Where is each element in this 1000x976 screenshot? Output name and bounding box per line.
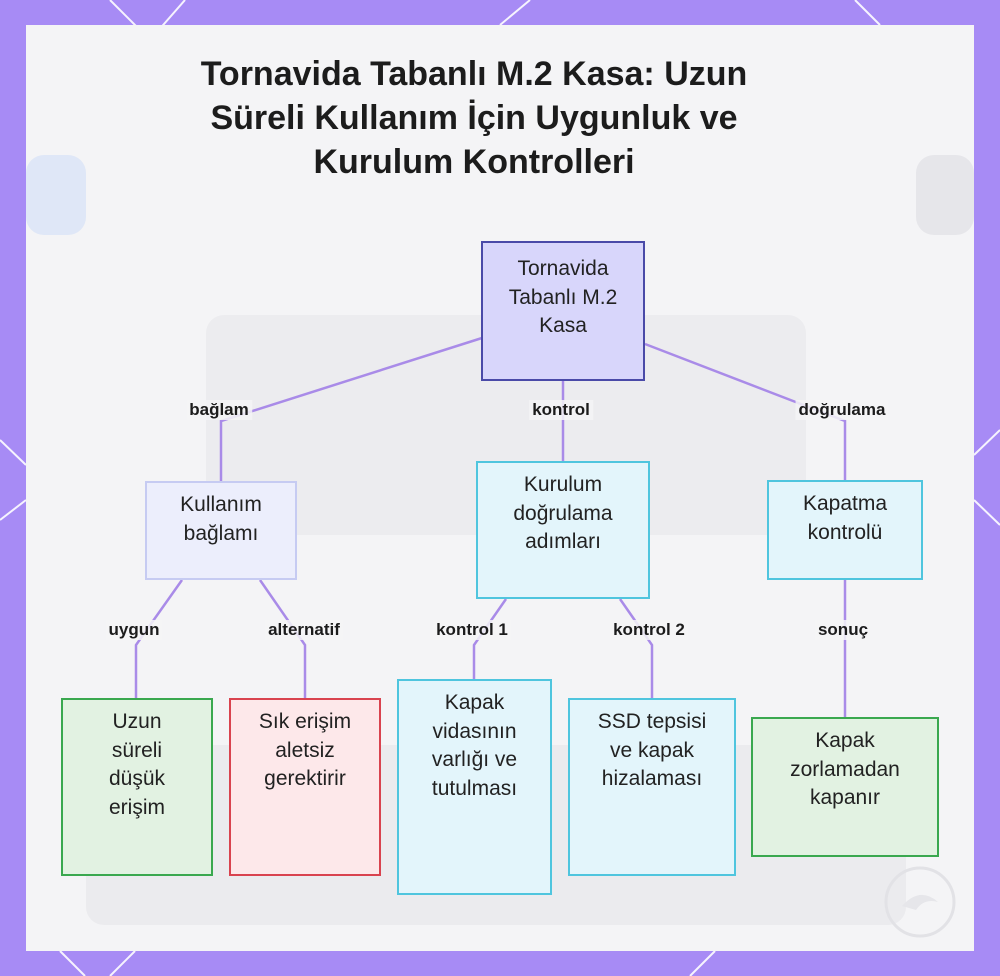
node-install-steps: Kurulum doğrulama adımları [476,461,650,599]
node-closes-freely-label: Kapak zorlamadan kapanır [790,729,900,809]
edge-root-context [219,336,483,481]
node-closes-freely: Kapak zorlamadan kapanır [751,717,939,857]
node-root: Tornavida Tabanlı M.2 Kasa [481,241,645,381]
node-frequent-access-label: Sık erişim aletsiz gerektirir [258,710,352,790]
edge-install-screw [472,598,508,679]
node-close-check-label: Kapatma kontrolü [802,492,888,544]
edge-label-result: sonuç [814,620,872,640]
watermark-logo-icon [884,866,956,938]
node-tray-alignment: SSD tepsisi ve kapak hizalaması [568,698,736,876]
edge-label-alternative: alternatif [265,620,343,640]
edge-label-control2: kontrol 2 [610,620,688,640]
edge-label-context: bağlam [186,400,252,420]
edge-root-close [644,342,847,480]
node-screw-presence: Kapak vidasının varlığı ve tutulması [397,679,552,895]
diagram-title: Tornavida Tabanlı M.2 Kasa: Uzun Süreli … [200,55,748,181]
background-shape [916,155,974,235]
node-frequent-access: Sık erişim aletsiz gerektirir [229,698,381,876]
edge-label-suitable: uygun [105,620,163,640]
edge-label-verify: doğrulama [795,400,889,420]
edge-label-control: kontrol [529,400,593,420]
node-screw-presence-label: Kapak vidasının varlığı ve tutulması [431,691,518,800]
edge-context-frequent [258,579,307,698]
edge-label-control1: kontrol 1 [433,620,511,640]
edge-install-tray [618,598,654,698]
background-shape [26,155,86,235]
node-install-steps-label: Kurulum doğrulama adımları [513,473,613,553]
node-long-term-label: Uzun süreli düşük erişim [108,710,166,819]
node-root-label: Tornavida Tabanlı M.2 Kasa [508,257,618,337]
node-usage-context: Kullanım bağlamı [145,481,297,580]
node-tray-alignment-label: SSD tepsisi ve kapak hizalaması [597,710,707,790]
edge-context-longterm [134,579,184,698]
node-usage-context-label: Kullanım bağlamı [180,493,262,545]
node-close-check: Kapatma kontrolü [767,480,923,580]
node-long-term: Uzun süreli düşük erişim [61,698,213,876]
